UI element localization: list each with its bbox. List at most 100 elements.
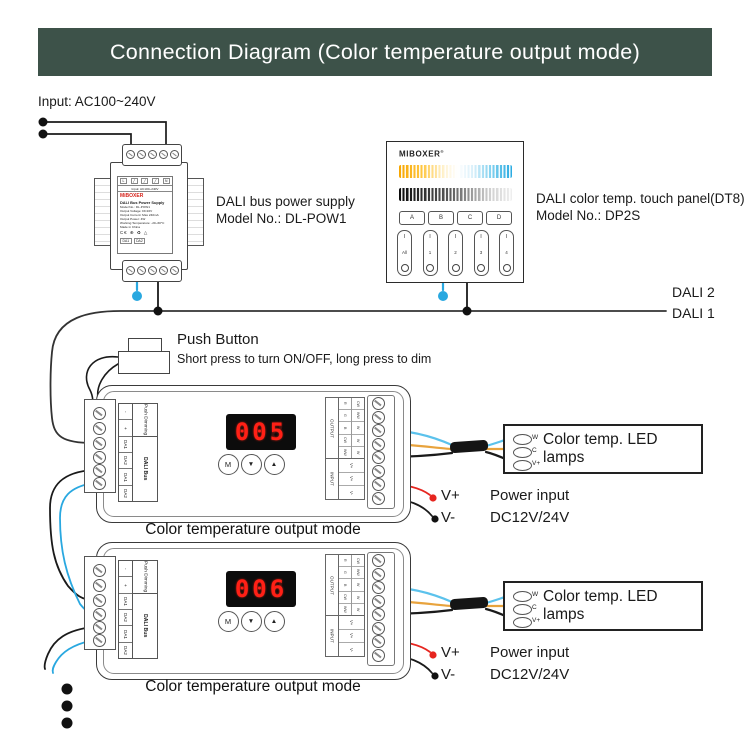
psu-terminal-top	[122, 144, 182, 166]
screw-terminal	[371, 423, 385, 437]
zone-label: 1	[428, 249, 432, 255]
led-controller-2: - + DA1 DA2 DA1 DA2 Push Dimming DALI Bu…	[84, 542, 424, 682]
display-value: 005	[234, 418, 288, 446]
lamp-terminal-oval	[513, 617, 532, 628]
lamp-terminal-oval	[513, 591, 532, 602]
screw-terminal	[92, 463, 106, 477]
input-label: INPUT	[329, 472, 335, 486]
lamp-label: Color temp. LED lamps	[543, 431, 658, 466]
zone-slider-4: I 4	[499, 230, 514, 276]
zone-off-indicator	[400, 264, 409, 272]
up-arrow-icon: ▲	[270, 460, 278, 468]
screw-terminal	[170, 150, 179, 159]
page-title: Connection Diagram (Color temperature ou…	[38, 28, 712, 76]
psu-spec-line: Made in China	[120, 225, 140, 230]
psu-spec-line: Output Current: Max 240mA	[120, 213, 159, 218]
push-dimming-label: Push Dimming	[133, 561, 157, 594]
terminal-label-plus: +	[119, 577, 132, 594]
zone-on-mark: I	[454, 234, 457, 240]
zone-on-mark: I	[429, 234, 431, 240]
zone-slider-all: I All	[397, 230, 412, 276]
lamp-terminal-c: C	[532, 447, 537, 454]
zone-off-indicator	[426, 264, 434, 272]
screw-terminal	[92, 563, 106, 577]
dali1-bus-line	[49, 310, 667, 444]
psu-brand: MiBOXER	[120, 193, 144, 200]
lamp-terminal-oval	[513, 447, 532, 458]
down-button: ▼	[240, 453, 262, 475]
zone-off-indicator	[451, 264, 460, 272]
terminal-label-minus: -	[119, 404, 132, 421]
down-arrow-icon: ▼	[247, 617, 255, 625]
zone-off-indicator	[477, 264, 485, 272]
output-channel-label: W	[352, 592, 364, 604]
screw-terminal	[92, 607, 106, 621]
led-lamp-box-1: W C V+ Color temp. LED lamps	[503, 424, 703, 474]
group-button-d: D	[486, 211, 512, 225]
power-input-group-1: V+ V- Power input DC12V/24V	[428, 484, 598, 534]
zone-label: 2	[454, 249, 457, 255]
screw-terminal	[371, 648, 385, 662]
psu-spec-line: Output Power: 4W	[120, 217, 146, 222]
up-arrow-icon: ▲	[270, 617, 278, 625]
ellipsis-dot-2	[61, 700, 73, 712]
input-terminal-label: V-	[349, 490, 354, 495]
terminal-label-da2: DA2	[119, 610, 132, 627]
chain-black-c1-c2	[49, 469, 94, 601]
psu-top-l: L	[120, 178, 127, 185]
output-channel-label: WW	[343, 606, 347, 613]
output-channel-label: CW	[352, 398, 364, 411]
terminal-label-da1: DA1	[119, 437, 132, 453]
dali-bus-label: DALI Bus	[142, 614, 148, 638]
output-channel-label: B	[339, 579, 351, 592]
input-terminal-label: V+	[339, 473, 364, 487]
push-button-body	[118, 351, 170, 374]
terminal-label-da2: DA2	[123, 488, 128, 498]
input-terminal-label: V-	[349, 647, 354, 652]
chain-blue-c2-out	[51, 639, 94, 674]
screw-terminal	[170, 266, 179, 275]
display-value: 006	[234, 575, 288, 603]
push-button-title: Push Button	[177, 331, 259, 348]
lamp-terminal-oval	[513, 604, 532, 615]
output-channel-label: B	[339, 422, 351, 435]
output-channel-label: W	[352, 422, 364, 435]
power-voltage-label: DC12V/24V	[490, 509, 570, 526]
panel-caption-line2: Model No.: DP2S	[536, 208, 641, 223]
led-lamp-box-2: W C V+ Color temp. LED lamps	[503, 581, 703, 631]
psu-spec-line: Working Temperature: -20~60°C	[120, 221, 165, 226]
lamp-terminal-c: C	[532, 604, 537, 611]
panel-brand-text: MIBOXER	[399, 149, 441, 159]
psu-spec-line: Output Voltage: DC16V	[120, 209, 153, 214]
output-channel-label: G	[339, 410, 351, 423]
dali-power-supply-device: L ╱ ╱ ╱ N Input: AC100~240V MiBOXER DALI…	[92, 140, 204, 282]
push-button-subtitle: Short press to turn ON/OFF, long press t…	[177, 352, 432, 366]
screw-terminal	[371, 437, 385, 451]
power-input-group-2: V+ V- Power input DC12V/24V	[428, 641, 598, 691]
ac-wire-1	[42, 121, 167, 148]
screw-terminal	[126, 266, 135, 275]
psu-top-n: N	[162, 178, 170, 185]
group-buttons: A B C D	[399, 211, 512, 225]
screw-terminal	[92, 620, 106, 634]
output-channel-label: G	[339, 567, 351, 580]
screw-terminal	[137, 266, 146, 275]
screw-terminal	[371, 621, 385, 635]
terminal-label-minus: -	[119, 561, 132, 578]
up-button: ▲	[263, 610, 285, 632]
input-terminal-label: V+	[339, 616, 364, 630]
power-voltage-label: DC12V/24V	[490, 666, 570, 683]
display-ghost-digits: 888	[234, 575, 288, 603]
terminal-label-da1: DA1	[119, 626, 132, 643]
psu-top-slash: ╱	[151, 178, 159, 185]
panel-brand: MIBOXER®	[399, 149, 444, 159]
psu-dali2-dot	[132, 291, 142, 301]
zone-on-mark: I	[403, 234, 406, 240]
screw-terminal	[137, 150, 146, 159]
psu-top-slash: ╱	[130, 178, 138, 185]
lamp-terminal-vplus: V+	[532, 617, 541, 624]
screw-terminal	[371, 477, 385, 491]
terminal-label-da2: DA2	[119, 453, 132, 470]
